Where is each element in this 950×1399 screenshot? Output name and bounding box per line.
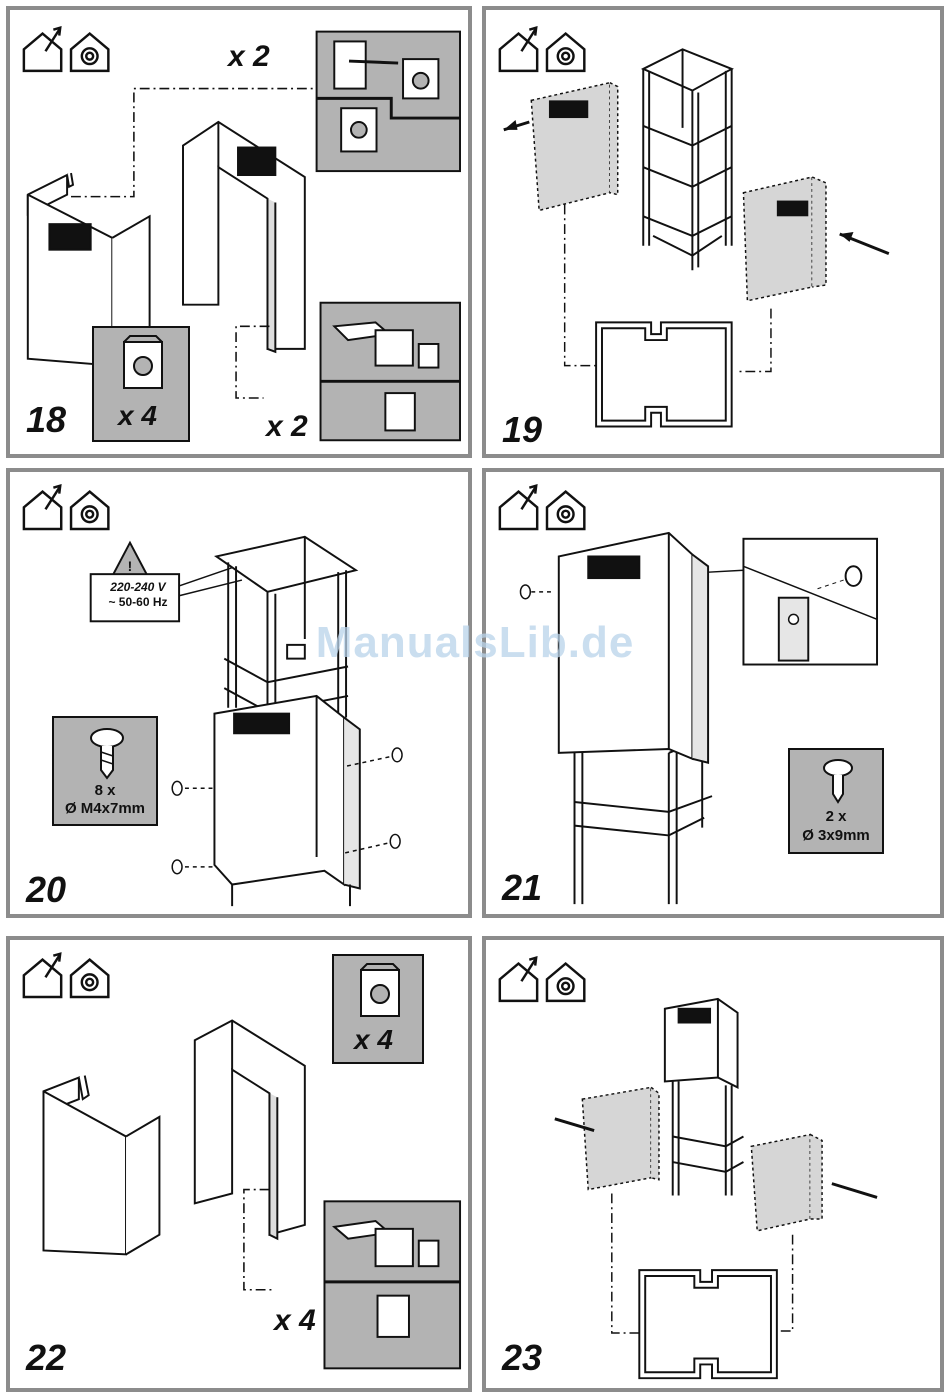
step-20-illustration: ! <box>10 472 468 914</box>
step-21-panel: 2 x Ø 3x9mm 21 <box>482 468 944 918</box>
house-recirculation-icon <box>547 964 584 1001</box>
chimney-cover <box>559 533 708 763</box>
support-frame <box>643 49 731 270</box>
chimney-top <box>665 999 738 1087</box>
screw-size-label: Ø M4x7mm <box>54 800 156 817</box>
quantity-label-clips-top: x 2 <box>228 42 270 72</box>
step-19-panel: 19 <box>482 6 944 458</box>
house-recirculation-icon <box>71 960 108 997</box>
chimney-cover <box>214 696 359 906</box>
step-number: 18 <box>26 402 66 438</box>
house-outdoor-exhaust-icon <box>24 28 61 71</box>
step-23-panel: 23 <box>482 936 944 1392</box>
step-number: 22 <box>26 1340 66 1376</box>
screw-size-label: Ø 3x9mm <box>790 827 882 844</box>
screw-left <box>520 585 554 599</box>
house-outdoor-exhaust-icon <box>24 954 61 997</box>
clip-quantity-box: x 4 <box>332 954 424 1064</box>
step-number: 21 <box>502 870 542 906</box>
step-23-illustration <box>486 940 940 1388</box>
house-outdoor-exhaust-icon <box>500 958 537 1001</box>
cover-half-right <box>743 177 888 301</box>
quantity-label-clips-bottom: x 2 <box>266 412 308 442</box>
svg-text:!: ! <box>128 559 133 574</box>
detail-inset <box>743 539 877 665</box>
chimney-half-left <box>43 1076 159 1255</box>
cover-half-left <box>504 83 618 211</box>
clip-quantity-box: x 4 <box>92 326 190 442</box>
quantity-label-clips-bottom: x 4 <box>274 1306 316 1336</box>
screw-spec-box: 2 x Ø 3x9mm <box>788 748 884 854</box>
house-outdoor-exhaust-icon <box>500 28 537 71</box>
step-18-illustration <box>10 10 468 454</box>
quantity-label-clips: x 4 <box>354 1026 393 1054</box>
house-outdoor-exhaust-icon <box>500 486 537 529</box>
house-recirculation-icon <box>547 492 584 529</box>
chimney-half-right <box>195 1021 305 1239</box>
support-frame <box>575 739 713 904</box>
support-frame <box>673 1081 744 1195</box>
step-number: 23 <box>502 1340 542 1376</box>
quantity-label-clips: x 4 <box>118 402 157 430</box>
screw-spec-box: 8 x Ø M4x7mm <box>52 716 158 826</box>
frequency-label: ~ 50-60 Hz <box>92 595 184 610</box>
house-outdoor-exhaust-icon <box>24 486 61 529</box>
warning-voltage-text: 220-240 V ~ 50-60 Hz <box>92 580 184 610</box>
house-recirculation-icon <box>71 492 108 529</box>
screw-count-label: 8 x <box>54 782 156 799</box>
voltage-label: 220-240 V <box>92 580 184 595</box>
cross-section <box>639 1270 777 1378</box>
cover-half-left <box>555 1087 659 1189</box>
house-recirculation-icon <box>71 34 108 71</box>
step-number: 19 <box>502 412 542 448</box>
cross-section <box>596 322 732 426</box>
chimney-half-right <box>183 122 305 352</box>
step-18-panel: x 2 x 4 x 2 18 <box>6 6 472 458</box>
step-20-panel: ! 220-240 V ~ 50-60 Hz <box>6 468 472 918</box>
house-recirculation-icon <box>547 34 584 71</box>
step-number: 20 <box>26 872 66 908</box>
clip-inset-bottom <box>321 303 460 441</box>
step-19-illustration <box>486 10 940 454</box>
screw-count-label: 2 x <box>790 808 882 825</box>
step-22-panel: x 4 x 4 22 <box>6 936 472 1392</box>
clip-inset-bottom <box>324 1201 460 1368</box>
cover-half-right <box>751 1135 877 1231</box>
clip-inset-top <box>317 32 460 171</box>
